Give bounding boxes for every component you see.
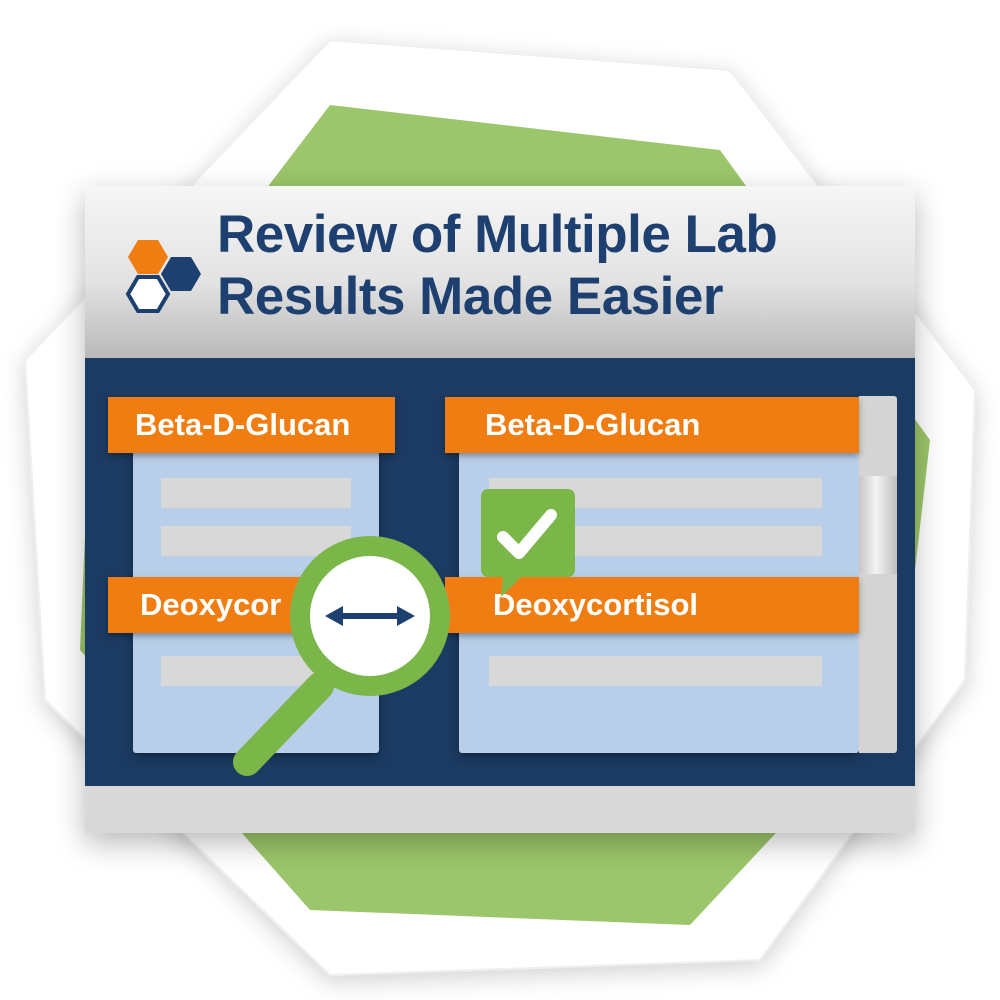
right-label-beta-d-glucan[interactable]: Beta-D-Glucan	[445, 397, 859, 453]
list-item	[489, 656, 822, 686]
left-label-beta-d-glucan[interactable]: Beta-D-Glucan	[108, 397, 395, 453]
list-item	[161, 478, 351, 508]
hexagon-cluster-icon	[125, 240, 201, 313]
header: Review of Multiple Lab Results Made Easi…	[85, 186, 915, 358]
app-window: Review of Multiple Lab Results Made Easi…	[85, 186, 915, 833]
double-arrow-icon	[325, 606, 415, 626]
title-line-1: Review of Multiple Lab	[217, 205, 778, 264]
page-title: Review of Multiple Lab Results Made Easi…	[217, 204, 778, 328]
scrollbar[interactable]	[859, 396, 897, 753]
list-item	[161, 526, 351, 556]
scrollbar-thumb[interactable]	[859, 476, 897, 574]
checkmark-icon	[481, 489, 575, 597]
magnifying-glass-icon	[233, 536, 450, 776]
footer-bar	[85, 786, 915, 833]
title-line-2: Results Made Easier	[217, 267, 724, 326]
right-label-deoxycortisol[interactable]: Deoxycortisol	[445, 577, 859, 633]
